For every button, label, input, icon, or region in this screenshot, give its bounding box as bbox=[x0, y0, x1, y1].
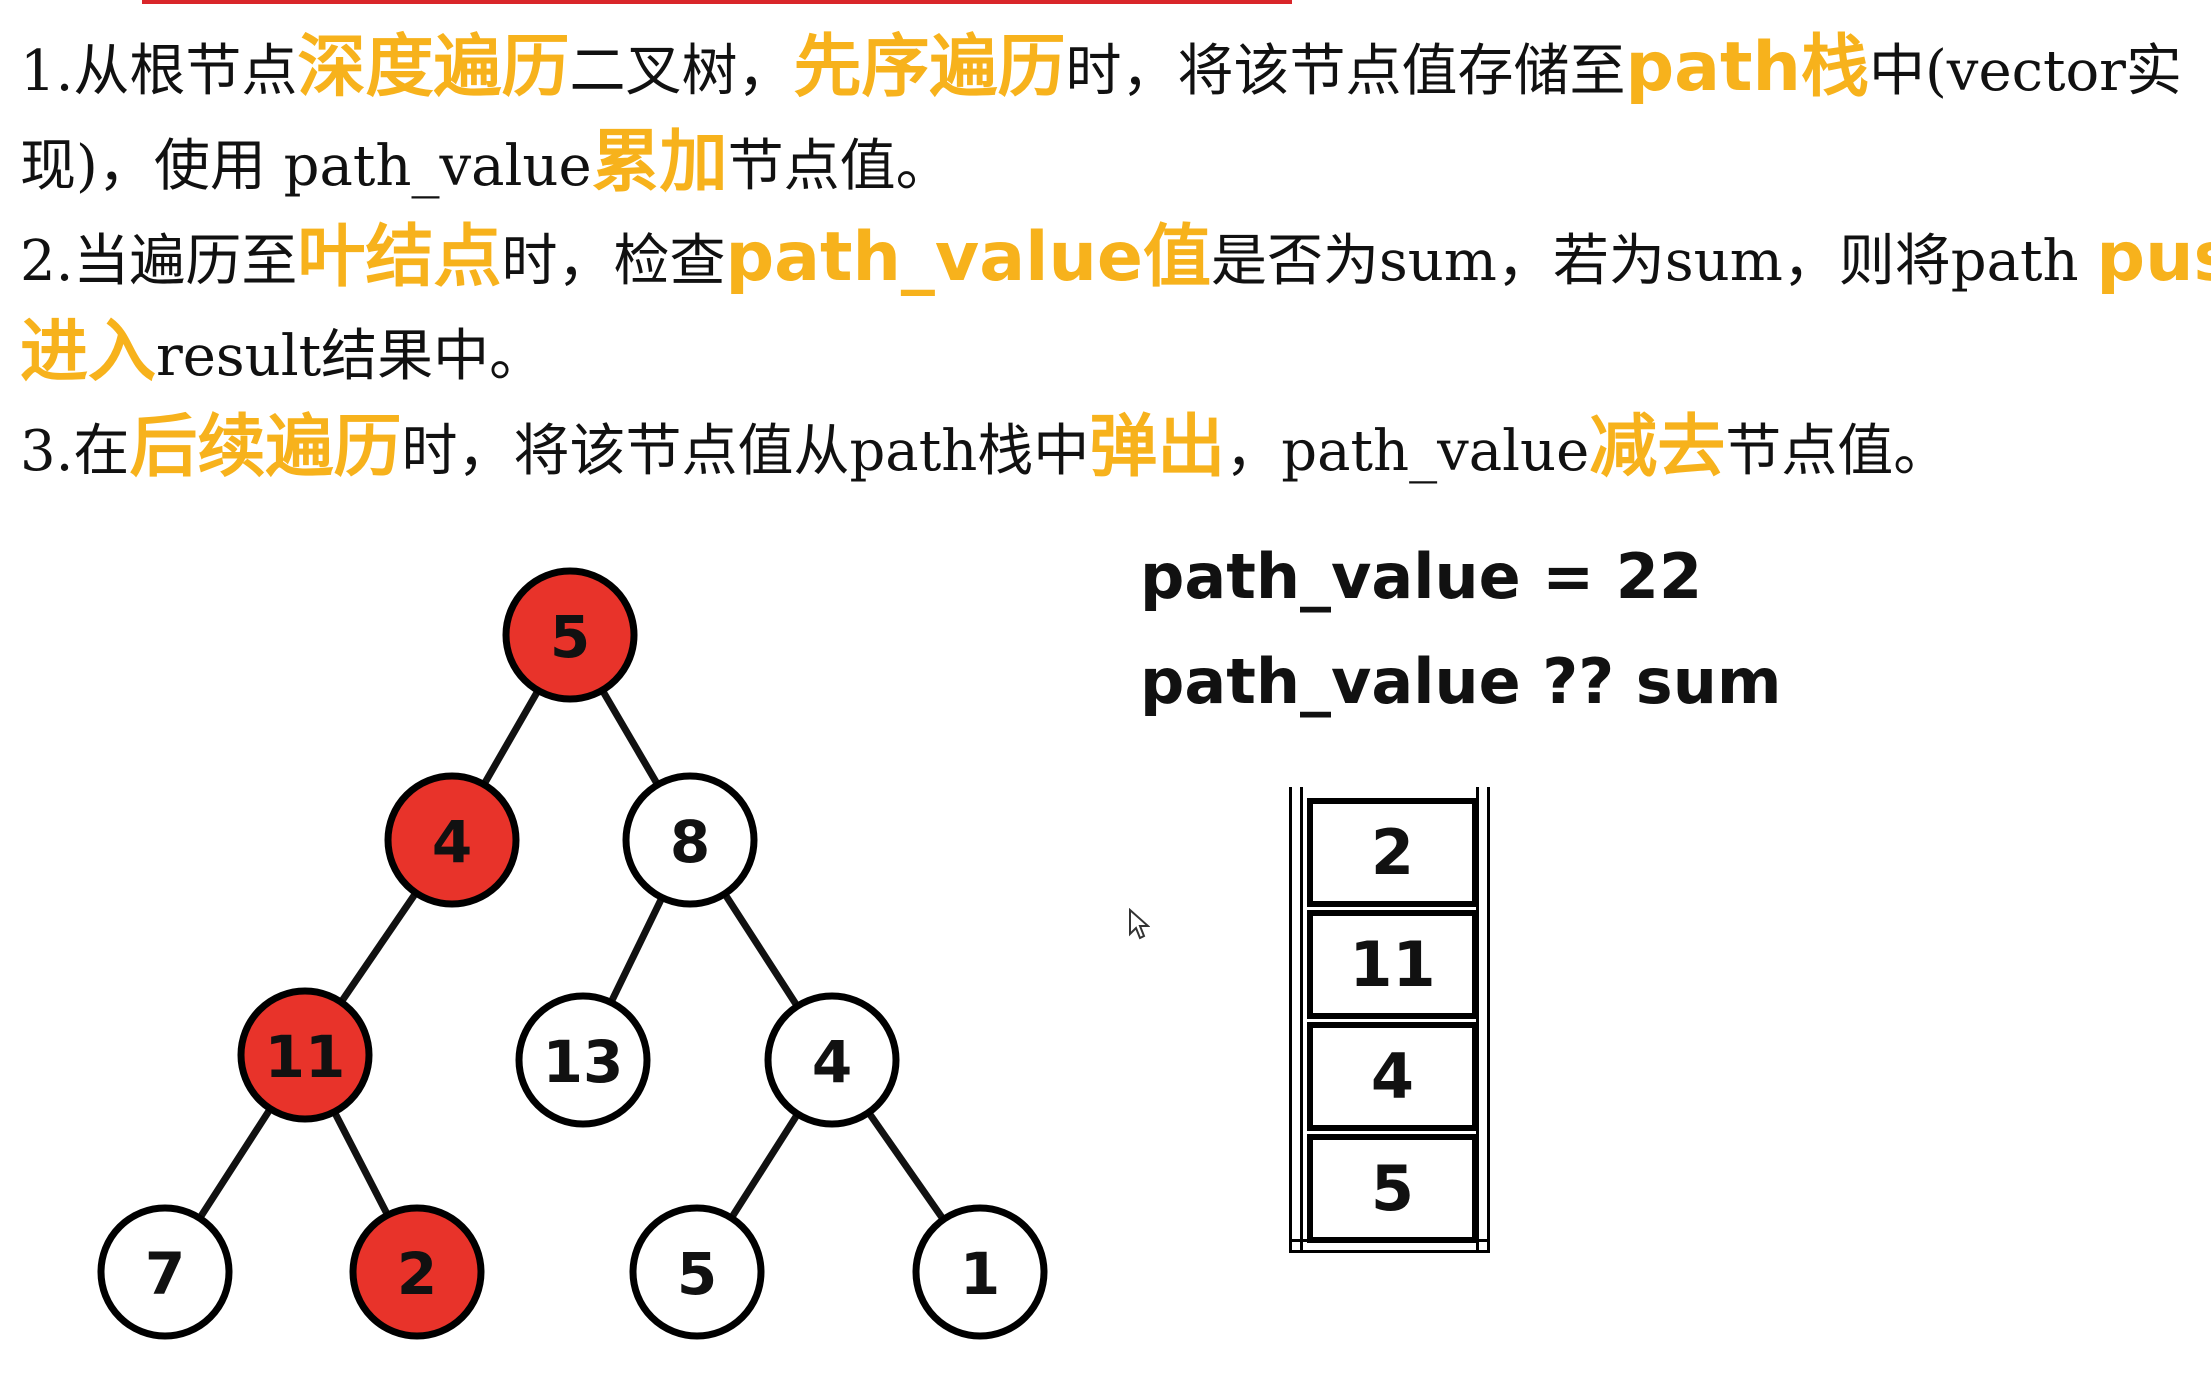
text-highlight: path_value值 bbox=[725, 218, 1211, 297]
tree-node: 8 bbox=[622, 772, 758, 908]
text-plain: 1.从根节点 bbox=[20, 39, 298, 104]
text-line-5: 3.在后续遍历时，将该节点值从path栈中弹出，path_value减去节点值。 bbox=[20, 402, 2200, 497]
tree-node-circle bbox=[622, 772, 758, 908]
text-plain: 节点值。 bbox=[1725, 419, 1950, 484]
tree-node: 2 bbox=[349, 1204, 485, 1340]
tree-node-circle bbox=[384, 772, 520, 908]
tree-node-value: 8 bbox=[670, 808, 710, 876]
text-plain: 二叉树， bbox=[569, 39, 794, 104]
text-highlight: 叶结点 bbox=[297, 218, 502, 297]
tree-node: 4 bbox=[764, 992, 900, 1128]
text-highlight: 深度遍历 bbox=[297, 28, 570, 107]
stack-rail-right-inner bbox=[1476, 787, 1479, 1253]
text-highlight: 减去 bbox=[1589, 408, 1726, 487]
tree-node: 1 bbox=[912, 1204, 1048, 1340]
top-accent-bar bbox=[142, 0, 1292, 4]
stack-item: 11 bbox=[1307, 910, 1478, 1019]
text-plain: ，path_value bbox=[1225, 419, 1590, 484]
text-highlight: 累加 bbox=[591, 123, 728, 202]
text-line-3: 2.当遍历至叶结点时，检查path_value值是否为sum，若为sum，则将p… bbox=[20, 212, 2211, 307]
text-plain: 时，检查 bbox=[501, 229, 726, 294]
stack-item: 2 bbox=[1307, 798, 1478, 907]
text-highlight: push bbox=[2096, 218, 2211, 297]
tree-node-circle bbox=[502, 567, 638, 703]
text-plain: 中(vector实 bbox=[1868, 39, 2182, 104]
stack-item: 4 bbox=[1307, 1022, 1478, 1131]
text-plain: 时，将该节点值从path栈中 bbox=[401, 419, 1090, 484]
tree-node: 4 bbox=[384, 772, 520, 908]
mouse-cursor-icon bbox=[1129, 908, 1150, 940]
tree-node-value: 1 bbox=[960, 1240, 1000, 1308]
tree-node-value: 2 bbox=[397, 1240, 437, 1308]
tree-node-value: 4 bbox=[812, 1028, 852, 1096]
tree-node: 13 bbox=[515, 992, 651, 1128]
text-line-2: 现)，使用 path_value累加节点值。 bbox=[20, 117, 2200, 212]
tree-node: 5 bbox=[502, 567, 638, 703]
tree-node-circle bbox=[237, 987, 373, 1123]
tree-node-value: 13 bbox=[543, 1028, 624, 1096]
text-plain: result结果中。 bbox=[156, 324, 546, 389]
tree-node-circle bbox=[912, 1204, 1048, 1340]
tree-node-circle bbox=[764, 992, 900, 1128]
tree-node-value: 7 bbox=[145, 1240, 185, 1308]
tree-node-value: 5 bbox=[677, 1240, 717, 1308]
tree-node-value: 4 bbox=[432, 808, 472, 876]
text-plain: 是否为sum，若为sum，则将path bbox=[1210, 229, 2097, 294]
text-highlight: 进入 bbox=[20, 313, 157, 392]
path-stack: 2 11 4 5 bbox=[1289, 787, 1490, 1253]
text-highlight: 先序遍历 bbox=[793, 28, 1066, 107]
stack-rail-right bbox=[1487, 787, 1490, 1253]
text-plain: 时，将该节点值存储至 bbox=[1065, 39, 1626, 104]
text-plain: 现)，使用 path_value bbox=[20, 134, 592, 199]
stack-rail-left-inner bbox=[1300, 787, 1303, 1253]
text-highlight: 弹出 bbox=[1089, 408, 1226, 487]
tree-node-value: 11 bbox=[265, 1023, 346, 1091]
text-plain: 节点值。 bbox=[727, 134, 952, 199]
tree-node-value: 5 bbox=[550, 603, 590, 671]
compare-readout: path_value ?? sum bbox=[1140, 645, 1782, 718]
tree-node-circle bbox=[629, 1204, 765, 1340]
description-text: 1.从根节点深度遍历二叉树，先序遍历时，将该节点值存储至path栈中(vecto… bbox=[20, 22, 2211, 497]
path-value-readout: path_value = 22 bbox=[1140, 540, 1703, 613]
text-plain: 2.当遍历至 bbox=[20, 229, 298, 294]
tree-node: 7 bbox=[97, 1204, 233, 1340]
tree-node-circle bbox=[97, 1204, 233, 1340]
text-highlight: 后续遍历 bbox=[129, 408, 402, 487]
tree-node: 5 bbox=[629, 1204, 765, 1340]
text-line-4: 进入result结果中。 bbox=[20, 307, 2200, 402]
tree-node-circle bbox=[349, 1204, 485, 1340]
stack-item: 5 bbox=[1307, 1134, 1478, 1243]
stack-rail-left bbox=[1289, 787, 1292, 1253]
stack-floor bbox=[1289, 1250, 1490, 1253]
text-highlight: path栈 bbox=[1625, 28, 1869, 107]
tree-node-circle bbox=[515, 992, 651, 1128]
binary-tree: 5 4 8 11 13 4 7 2 5 1 bbox=[97, 567, 1048, 1340]
text-line-1: 1.从根节点深度遍历二叉树，先序遍历时，将该节点值存储至path栈中(vecto… bbox=[20, 22, 2200, 117]
text-plain: 3.在 bbox=[20, 419, 130, 484]
tree-node: 11 bbox=[237, 987, 373, 1123]
